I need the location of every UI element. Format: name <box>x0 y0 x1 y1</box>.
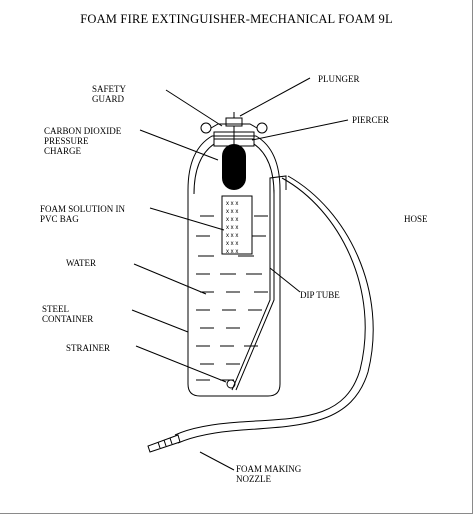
water-lines <box>196 215 268 381</box>
container-liner <box>193 143 275 195</box>
leader-steel-container <box>131 309 189 333</box>
svg-text:x x x: x x x <box>226 241 238 247</box>
steel-container-outline <box>187 135 281 397</box>
pvc-bag <box>221 195 253 255</box>
leader-plunger <box>239 77 311 117</box>
co2-cylinder <box>222 144 246 190</box>
outlet-tube <box>269 175 287 190</box>
svg-text:x x x: x x x <box>226 249 238 255</box>
leader-co2-charge <box>139 129 219 161</box>
safety-guard-right <box>256 122 268 134</box>
svg-text:x x x: x x x <box>226 233 238 239</box>
leader-safety-guard <box>165 89 223 127</box>
diagram-title: FOAM FIRE EXTINGUISHER-MECHANICAL FOAM 9… <box>80 12 393 26</box>
strainer <box>226 379 236 389</box>
safety-guard-left <box>200 122 212 134</box>
svg-text:x x x: x x x <box>226 209 238 215</box>
label-hose: HOSE <box>404 214 428 224</box>
label-strainer: STRAINER <box>66 343 111 353</box>
label-water: WATER <box>66 258 96 268</box>
hose <box>174 177 366 436</box>
leader-water <box>133 263 207 295</box>
label-plunger: PLUNGER <box>318 74 360 84</box>
foam-making-nozzle <box>147 434 181 453</box>
leader-piercer <box>251 119 349 141</box>
label-piercer: PIERCER <box>352 115 390 125</box>
leader-foam-solution <box>149 207 225 231</box>
svg-text:x x x: x x x <box>226 201 238 207</box>
plunger-cap <box>225 117 243 127</box>
leader-strainer <box>135 345 227 383</box>
svg-text:x x x: x x x <box>226 225 238 231</box>
dip-tube <box>231 190 275 391</box>
pvc-bag-pattern: x x x x x x x x x x x x x x x x x x x x … <box>226 201 238 255</box>
label-dip-tube: DIP TUBE <box>300 290 340 300</box>
leader-nozzle <box>199 451 235 471</box>
svg-text:x x x: x x x <box>226 217 238 223</box>
leader-dip-tube <box>269 267 301 293</box>
